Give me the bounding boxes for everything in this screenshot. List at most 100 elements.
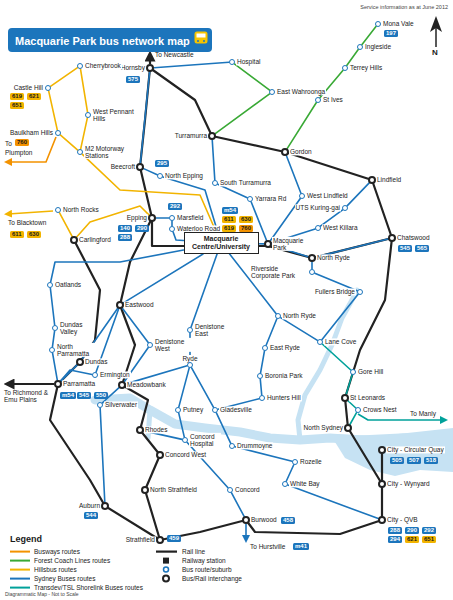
- route-number: 544: [86, 512, 96, 519]
- centre-name: Macquarie Centre/University: [188, 235, 255, 251]
- place-name: Terrey Hills: [349, 64, 383, 71]
- route-number: 545: [79, 392, 89, 399]
- bus-route-line: [179, 413, 185, 437]
- bus-stop: Boronia Park: [257, 373, 263, 379]
- interchange-stop: Dundas: [76, 358, 84, 366]
- route-badge: 651: [422, 536, 436, 543]
- bus-route-line: [179, 368, 189, 407]
- place-name: Concord Hospital: [189, 433, 221, 447]
- bus-stop: Waterloo Road: [169, 226, 175, 232]
- bus-stop: UTS Kuring-gai: [342, 205, 348, 211]
- place-name: Auburn: [78, 502, 101, 509]
- route-number: 292: [424, 527, 434, 534]
- bus-stop: Marsfield: [169, 215, 175, 221]
- interchange-stop: Carlingford: [70, 236, 78, 244]
- route-arrow: [245, 524, 247, 539]
- bus-route-line: [156, 217, 169, 219]
- rail-line: [152, 218, 392, 258]
- rail-line: [50, 384, 160, 540]
- legend-text: Transdev/TSL Shorelink Buses routes: [34, 584, 143, 591]
- route-number: 197: [386, 30, 396, 37]
- bus-icon: [194, 31, 208, 44]
- destination-note: To Blacktown: [8, 219, 46, 226]
- place-name: Rhodes: [144, 426, 168, 433]
- route-badge: 630: [27, 231, 41, 238]
- route-number: 288: [120, 234, 130, 241]
- route-badge: 575: [126, 76, 140, 83]
- bus-route-line: [347, 183, 369, 206]
- route-badge: m54: [60, 392, 76, 399]
- route-number: 760: [241, 225, 251, 232]
- route-number: 621: [29, 93, 39, 100]
- route-number: 507: [409, 457, 419, 464]
- legend-entry: Bus route/suburb: [182, 566, 232, 573]
- bus-route-line: [260, 379, 261, 395]
- route-number: 565: [417, 245, 427, 252]
- legend-entry: Transdev/TSL Shorelink Buses routes: [34, 584, 143, 591]
- bus-stop: Ermington: [92, 372, 98, 378]
- legend-text: Railway station: [182, 557, 226, 564]
- bus-stop: East Wahroonga: [269, 89, 275, 95]
- bus-stop: South Turramurra: [212, 180, 218, 186]
- destination-note: To Newcastle: [155, 51, 194, 58]
- bus-stop: Crows Nest: [355, 407, 361, 413]
- bus-route-line: [350, 413, 357, 425]
- bus-stop: North Parramatta: [49, 347, 55, 353]
- route-badge: 621: [27, 93, 41, 100]
- legend-samples: [10, 552, 177, 588]
- route-number: 292: [170, 203, 180, 210]
- bus-stop: Gladesville: [212, 407, 218, 413]
- route-badge: 288: [118, 234, 132, 241]
- place-name: West Killara: [322, 224, 359, 231]
- river: [95, 398, 453, 440]
- bus-route-line: [347, 49, 359, 65]
- legend-entry: Forest Coach Lines routes: [34, 557, 110, 564]
- north-arrow-shaft: [435, 28, 437, 47]
- water: [95, 290, 453, 476]
- legend-text: Busways routes: [34, 548, 80, 555]
- route-badge: 565: [415, 245, 429, 252]
- route-arrow: [8, 211, 53, 214]
- route-number: 619: [224, 225, 234, 232]
- interchange-stop: City - Circular Quay: [378, 446, 386, 454]
- place-name: North Parramatta: [56, 343, 98, 357]
- bus-stop: West Killara: [315, 225, 321, 231]
- route-badge: 197: [384, 30, 398, 37]
- bus-stop: St Ives: [315, 97, 321, 103]
- rail-lines: [9, 56, 392, 540]
- bus-route-line: [61, 365, 77, 381]
- route-badge: 518: [424, 457, 438, 464]
- route-lines: [49, 26, 388, 518]
- interchange-stop: Epping: [148, 214, 156, 222]
- route-badge: 621: [405, 536, 419, 543]
- bus-stop: Oatlands: [47, 282, 53, 288]
- route-number: 575: [128, 76, 138, 83]
- legend-text: Hillsbus routes: [34, 566, 77, 573]
- bus-route-line: [281, 318, 318, 341]
- bus-route-line: [230, 254, 277, 314]
- route-number: 288: [390, 527, 400, 534]
- place-name: North Epping: [164, 172, 204, 179]
- route-number: 545: [400, 245, 410, 252]
- place-name: Putney: [182, 406, 204, 413]
- place-name: City - QVB: [386, 516, 419, 523]
- place-name: Drummoyne: [236, 442, 273, 449]
- route-number: 550: [96, 392, 106, 399]
- route-badge: 459: [167, 535, 181, 542]
- bus-route-line: [231, 493, 244, 517]
- legend-line: [10, 569, 30, 571]
- place-name: Lindfield: [376, 176, 402, 183]
- route-badge: 292: [422, 527, 436, 534]
- place-name: Fullers Bridge: [314, 288, 356, 295]
- route-number: m54: [62, 392, 74, 399]
- route-number: 290: [137, 225, 147, 232]
- route-number: 651: [12, 102, 22, 109]
- route-badge: 545: [77, 392, 91, 399]
- bus-stop: Ingleside: [357, 44, 363, 50]
- bus-stop: North Ryde: [275, 313, 281, 319]
- route-badge: 760: [15, 139, 29, 146]
- route-badge: 290: [405, 527, 419, 534]
